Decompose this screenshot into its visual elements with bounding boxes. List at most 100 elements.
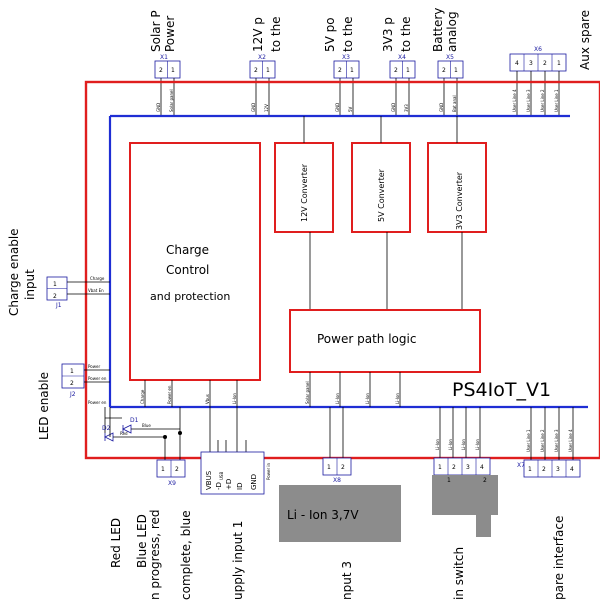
j2-pin2-net: Power en xyxy=(88,376,107,381)
charge-control-line3: and protection xyxy=(150,290,230,303)
power-en-label: Power en xyxy=(88,400,107,405)
converter-5v-label: 5V Converter xyxy=(377,168,386,222)
battery-label: Li - Ion 3,7V xyxy=(287,508,359,522)
x7-net-3: User Line 3 xyxy=(554,429,559,452)
converter-12v-label: 12V Converter xyxy=(300,163,309,222)
connector-j1: 12 J1 Charge Vbat En xyxy=(46,276,110,309)
svg-text:2: 2 xyxy=(452,464,456,471)
x3-net-1: GND xyxy=(335,103,340,112)
x6-net-3: User Line 2 xyxy=(540,89,545,112)
svg-text:2: 2 xyxy=(53,293,57,300)
bottom-label-progress-1: n progress, red xyxy=(148,509,162,600)
x7-net-1: User Line 1 xyxy=(526,429,531,452)
usb-pin-vbus: VBUS xyxy=(205,470,213,490)
svg-text:2: 2 xyxy=(70,380,74,387)
connector-j2: 12 J2 Power Power en xyxy=(61,363,110,398)
svg-text:2: 2 xyxy=(175,466,179,473)
charge-enable-line1: Charge enable xyxy=(7,228,21,316)
svg-text:1: 1 xyxy=(454,67,458,74)
led-d1: D1 Blue xyxy=(122,417,180,434)
x2-net-1: GND xyxy=(251,103,256,112)
connector-x6-ref: X6 xyxy=(534,46,542,53)
d1-net: Blue xyxy=(142,423,151,428)
svg-text:3: 3 xyxy=(556,466,560,473)
svg-text:1: 1 xyxy=(266,67,270,74)
top-label-x4-line2: to the xyxy=(399,16,413,52)
d2-ref: D2 xyxy=(102,425,111,432)
svg-text:2: 2 xyxy=(442,67,446,74)
top-label-x3-line2: to the xyxy=(341,16,355,52)
connector-x2-ref: X2 xyxy=(258,54,266,61)
j2-ref: J2 xyxy=(69,391,76,398)
top-label-x2-line2: to the xyxy=(269,16,283,52)
svg-text:1: 1 xyxy=(171,67,175,74)
top-label-x1: Solar P Power xyxy=(149,10,177,52)
svg-text:1: 1 xyxy=(528,466,532,473)
svg-text:2: 2 xyxy=(159,67,163,74)
top-label-x6-line1: Aux spare xyxy=(578,10,592,70)
sw-net-4: Li-Ion xyxy=(475,439,480,450)
svg-text:Power en: Power en xyxy=(167,385,172,404)
led-d2: D2 Red xyxy=(102,425,165,442)
x9-ref: X9 xyxy=(168,480,176,487)
svg-text:3: 3 xyxy=(529,60,533,67)
j1-pin1-net: Charge xyxy=(90,276,105,281)
svg-text:1: 1 xyxy=(161,466,165,473)
charge-enable-line2: input xyxy=(23,269,37,300)
top-label-x5: Battery analog xyxy=(431,8,459,52)
sw-net-2: Li-Ion xyxy=(448,439,453,450)
board-title: PS4IoT_V1 xyxy=(452,379,551,401)
svg-text:1: 1 xyxy=(350,67,354,74)
svg-text:2: 2 xyxy=(338,67,342,74)
top-label-x4: 3V3 p to the xyxy=(381,16,413,52)
j1-ref: J1 xyxy=(55,302,62,309)
top-label-x1-line1: Solar P xyxy=(149,10,163,52)
top-label-x2: 12V p to the xyxy=(251,16,283,52)
bottom-label-blue-led: Blue LED xyxy=(135,514,149,568)
svg-text:Li-Ion: Li-Ion xyxy=(335,393,340,404)
charge-control-line1: Charge xyxy=(166,243,209,257)
top-label-x5-line1: Battery xyxy=(431,8,445,52)
j1-pin2-net: Vbat En xyxy=(88,288,104,293)
converter-3v3: 3V3 Converter xyxy=(427,142,487,233)
x6-net-1: User Line 4 xyxy=(512,89,517,112)
power-path-label: Power path logic xyxy=(317,332,416,346)
svg-text:1: 1 xyxy=(70,368,74,375)
svg-text:1: 1 xyxy=(438,464,442,471)
svg-text:Solar panel: Solar panel xyxy=(305,381,310,404)
battery-pack: Li - Ion 3,7V xyxy=(279,485,401,542)
x7-net-4: User Line 4 xyxy=(568,429,573,452)
svg-text:Charge: Charge xyxy=(140,389,145,404)
top-label-x1-line2: Power xyxy=(163,16,177,52)
connector-x5-ref: X5 xyxy=(446,54,454,61)
usb-pin-gnd: GND xyxy=(250,474,258,490)
sw-net-3: Li-Ion xyxy=(461,439,466,450)
d2-net: Red xyxy=(120,431,128,436)
svg-text:4: 4 xyxy=(570,466,574,473)
x4-net-2: 3V3 xyxy=(404,104,409,112)
connector-x9: 1 2 X9 xyxy=(156,459,186,487)
usb-label: USB xyxy=(219,472,224,480)
svg-text:4: 4 xyxy=(480,464,484,471)
left-label-led-enable: LED enable xyxy=(37,372,51,440)
x1-net-1: GND xyxy=(156,103,161,112)
svg-text:Li-Ion: Li-Ion xyxy=(365,393,370,404)
svg-text:1: 1 xyxy=(557,60,561,67)
svg-text:1: 1 xyxy=(447,477,451,484)
bottom-label-progress-2: complete, blue xyxy=(179,510,193,600)
bottom-label-input-3: nput 3 xyxy=(340,561,354,600)
svg-text:2: 2 xyxy=(483,477,487,484)
svg-text:2: 2 xyxy=(394,67,398,74)
svg-text:2: 2 xyxy=(341,464,345,471)
charge-control-line2: Control xyxy=(166,263,209,277)
usb-pin-dplus: +D xyxy=(225,479,233,490)
bottom-label-main-switch: in switch xyxy=(452,547,466,600)
d1-ref: D1 xyxy=(130,417,139,424)
svg-text:2: 2 xyxy=(542,466,546,473)
bottom-label-red-led: Red LED xyxy=(109,518,123,568)
